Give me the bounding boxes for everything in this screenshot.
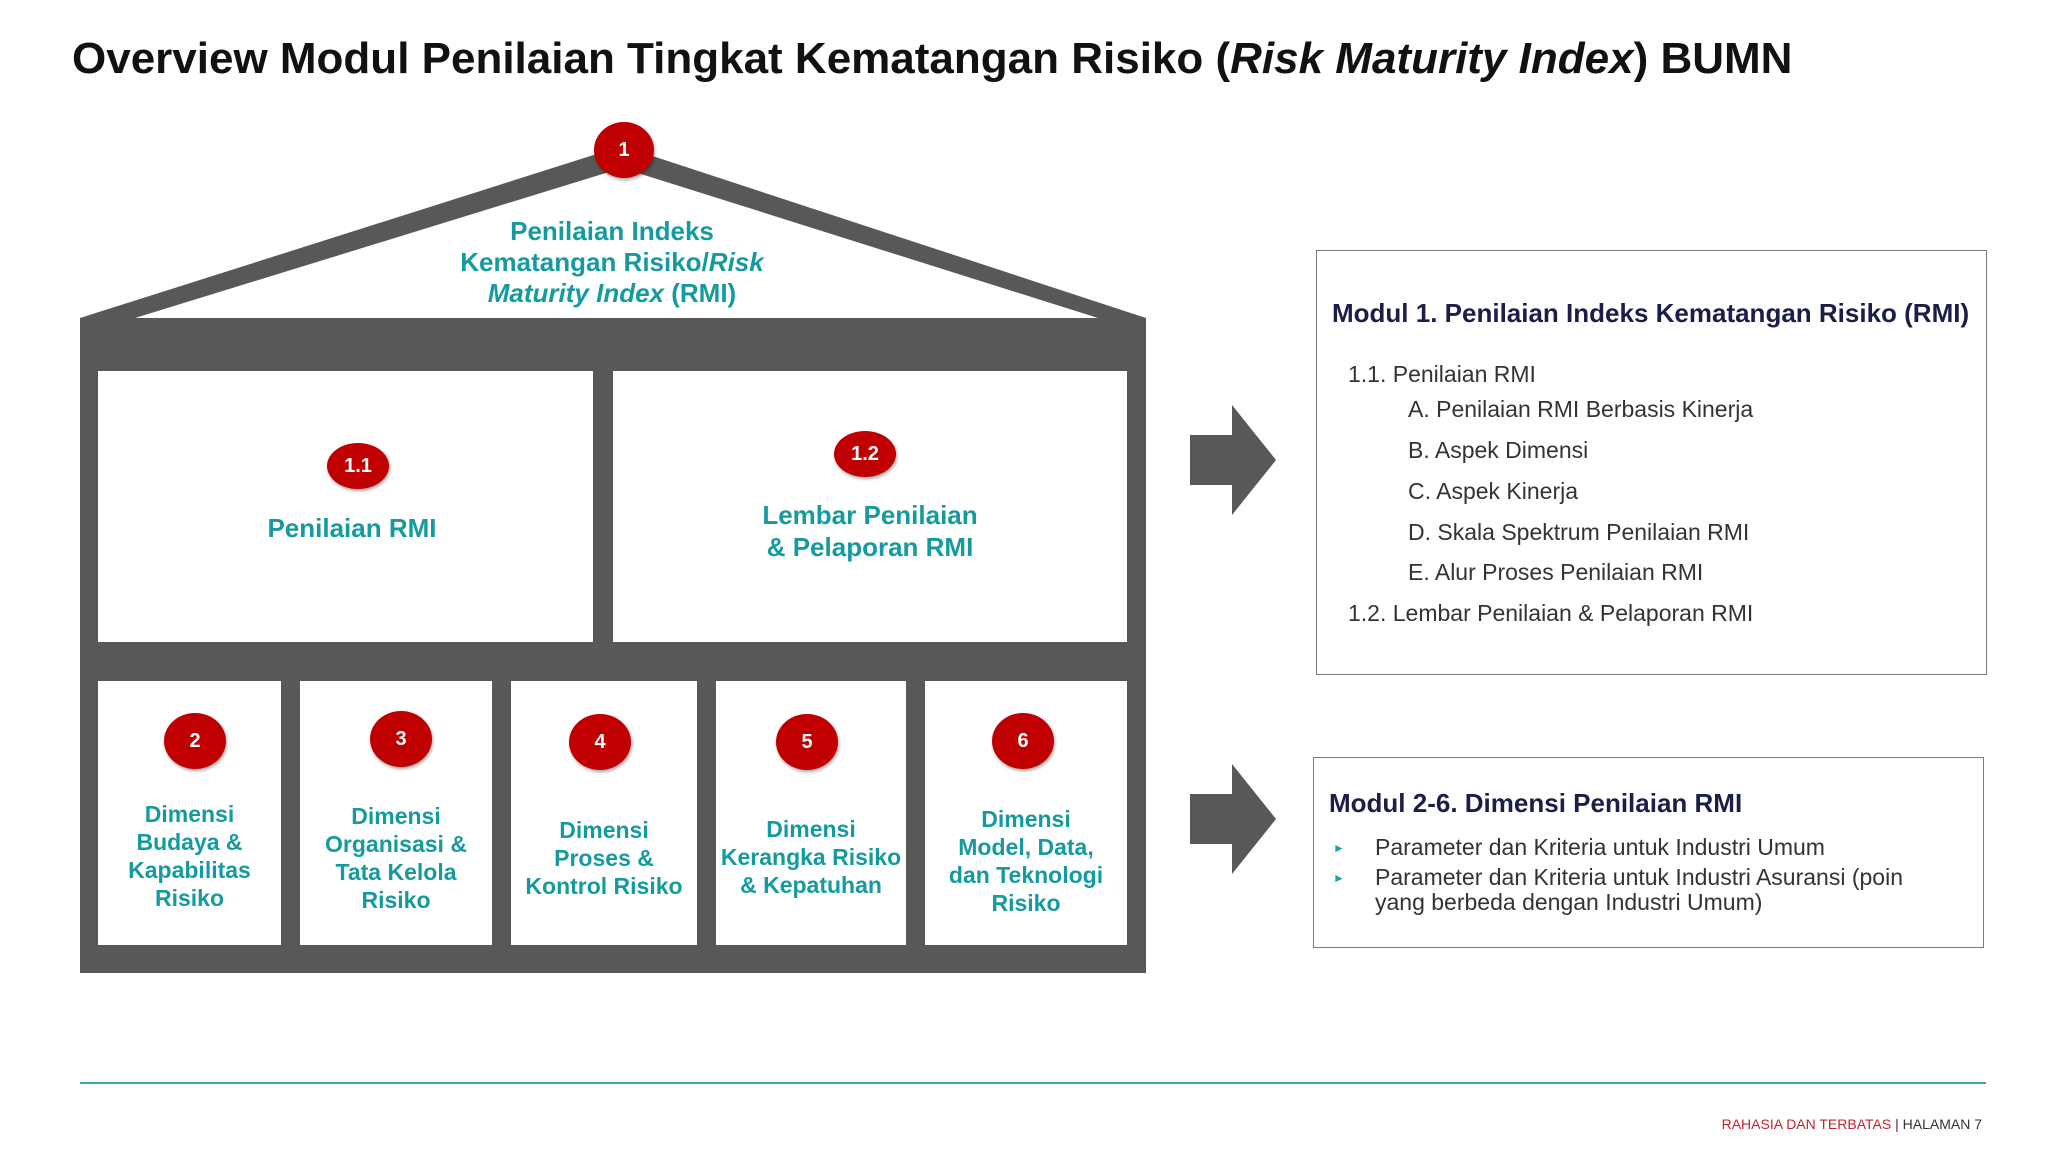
module-1-item: C. Aspek Kinerja [1408, 478, 1579, 504]
title-text-end: ) BUMN [1633, 34, 1793, 83]
badge-2: 2 [164, 713, 226, 769]
roof-label: Penilaian Indeks Kematangan Risiko/Risk … [412, 216, 812, 309]
label-4-line3: Kontrol Risiko [525, 873, 683, 899]
label-1-2-line2: & Pelaporan RMI [766, 532, 974, 562]
footer-separator: | [1891, 1116, 1903, 1132]
module-1-item: A. Penilaian RMI Berbasis Kinerja [1408, 396, 1754, 422]
module-2-6-bullet: Parameter dan Kriteria untuk Industri As… [1375, 864, 1903, 890]
label-1-1-line1: Penilaian RMI [267, 513, 437, 543]
label-5-line3: & Kepatuhan [740, 872, 882, 898]
label-4-line1: Dimensi [559, 817, 649, 843]
label-2-line4: Risiko [154, 885, 225, 911]
badge-4: 4 [569, 714, 631, 770]
box-1-1 [98, 371, 593, 642]
label-6: Dimensi Model, Data, dan Teknologi Risik… [925, 805, 1127, 917]
module-2-6-title: Modul 2-6. Dimensi Penilaian RMI [1329, 788, 1743, 818]
label-2-line2: Budaya & [136, 829, 243, 855]
module-2-6-panel [1313, 757, 1984, 948]
footer: RAHASIA DAN TERBATAS | HALAMAN 7 [1722, 1116, 1982, 1132]
label-2-line1: Dimensi [144, 801, 235, 827]
arrow-right-icon [1190, 405, 1276, 515]
arrow-right-icon-2 [1190, 764, 1276, 874]
badge-1: 1 [594, 122, 654, 178]
footer-divider [80, 1082, 1986, 1084]
module-1-panel [1316, 250, 1987, 675]
label-2: Dimensi Budaya & Kapabilitas Risiko [98, 800, 281, 912]
title-text: Overview Modul Penilaian Tingkat Kematan… [72, 34, 1231, 83]
label-6-line4: Risiko [991, 890, 1061, 916]
badge-1-2: 1.2 [834, 431, 896, 477]
page-title: Overview Modul Penilaian Tingkat Kematan… [72, 34, 1792, 84]
roof-label-line1: Penilaian Indeks [510, 216, 714, 246]
bullet-icon: ► [1333, 841, 1345, 855]
label-6-line2: Model, Data, [958, 834, 1094, 860]
label-1-1: Penilaian RMI [202, 512, 502, 544]
module-1-title: Modul 1. Penilaian Indeks Kematangan Ris… [1332, 298, 1970, 328]
label-5: Dimensi Kerangka Risiko & Kepatuhan [716, 815, 906, 899]
label-3: Dimensi Organisasi & Tata Kelola Risiko [300, 802, 492, 914]
label-4: Dimensi Proses & Kontrol Risiko [511, 816, 697, 900]
module-2-6-bullet-cont: yang berbeda dengan Industri Umum) [1375, 889, 1763, 915]
house-roof [80, 146, 1146, 340]
label-3-line4: Risiko [361, 887, 431, 913]
label-2-line3: Kapabilitas [128, 857, 251, 883]
module-1-item: 1.2. Lembar Penilaian & Pelaporan RMI [1348, 600, 1754, 626]
footer-classification: RAHASIA DAN TERBATAS [1721, 1116, 1892, 1132]
label-3-line1: Dimensi [351, 803, 441, 829]
module-1-item: E. Alur Proses Penilaian RMI [1408, 559, 1704, 585]
roof-label-line2: Kematangan Risiko/ [460, 247, 709, 277]
roof-label-line3: (RMI) [664, 278, 737, 308]
label-5-line2: Kerangka Risiko [720, 844, 902, 870]
badge-3: 3 [370, 711, 432, 767]
roof-label-line3-italic: Maturity Index [487, 278, 665, 308]
footer-page-number: HALAMAN 7 [1902, 1116, 1982, 1132]
roof-label-line2-italic: Risk [708, 247, 764, 277]
title-italic-text: Risk Maturity Index [1230, 34, 1634, 83]
bullet-icon: ► [1333, 871, 1345, 885]
label-1-2-line1: Lembar Penilaian [762, 500, 978, 530]
module-2-6-bullet: Parameter dan Kriteria untuk Industri Um… [1375, 834, 1825, 860]
label-3-line2: Organisasi & [325, 831, 467, 857]
badge-6: 6 [992, 713, 1054, 769]
module-1-item: D. Skala Spektrum Penilaian RMI [1408, 519, 1750, 545]
label-1-2: Lembar Penilaian & Pelaporan RMI [720, 499, 1020, 563]
label-6-line1: Dimensi [981, 806, 1071, 832]
module-1-item: 1.1. Penilaian RMI [1348, 361, 1536, 387]
label-4-line2: Proses & [554, 845, 654, 871]
badge-1-1: 1.1 [327, 443, 389, 489]
label-3-line3: Tata Kelola [335, 859, 457, 885]
label-5-line1: Dimensi [766, 816, 856, 842]
box-1-2 [613, 371, 1127, 642]
label-6-line3: dan Teknologi [948, 862, 1104, 888]
badge-5: 5 [776, 714, 838, 770]
module-1-item: B. Aspek Dimensi [1408, 437, 1589, 463]
